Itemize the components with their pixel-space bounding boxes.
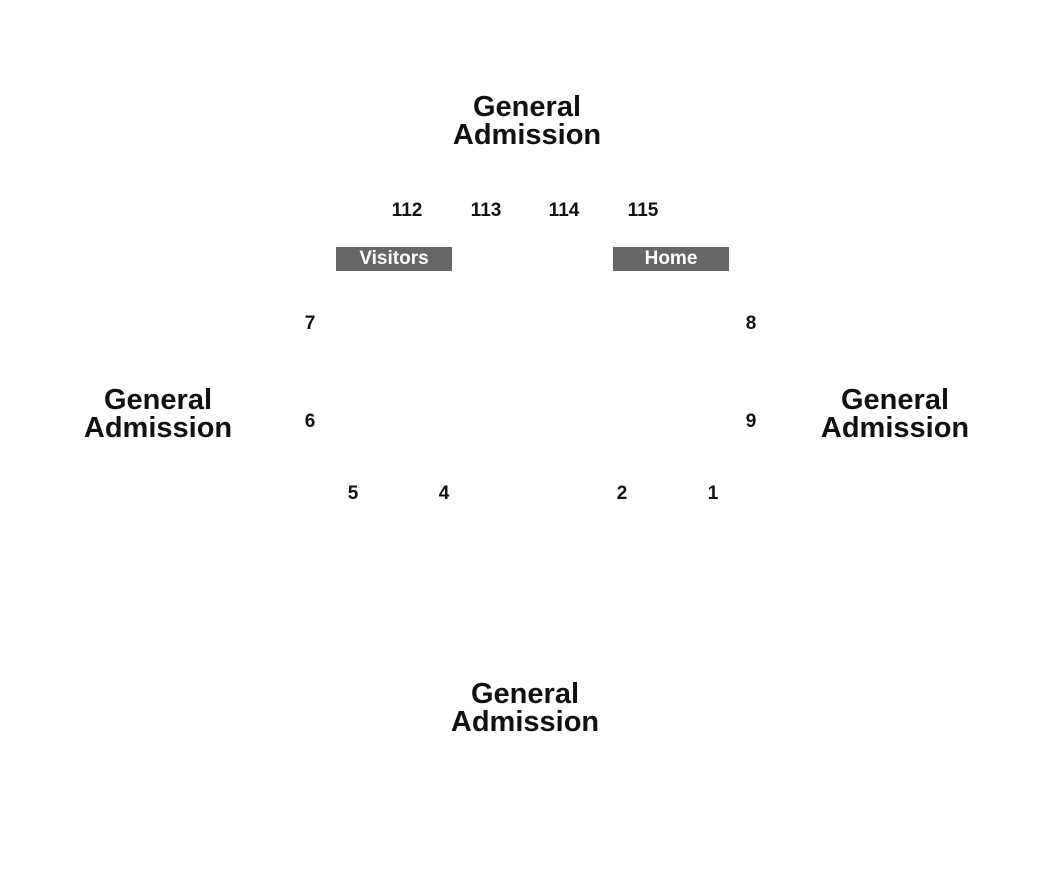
section-9[interactable]: 9 [745, 411, 757, 432]
general-admission-top[interactable]: General Admission [417, 91, 637, 151]
section-112[interactable]: 112 [391, 200, 423, 221]
section-115[interactable]: 115 [627, 200, 659, 221]
section-7[interactable]: 7 [304, 313, 316, 334]
section-1[interactable]: 1 [707, 483, 719, 504]
general-admission-top-line1: General [473, 91, 581, 123]
section-6[interactable]: 6 [304, 411, 316, 432]
section-113[interactable]: 113 [470, 200, 502, 221]
general-admission-left-line1: General [104, 384, 212, 416]
section-2[interactable]: 2 [616, 483, 628, 504]
home-bench: Home [613, 247, 729, 271]
general-admission-right-line2: Admission [820, 412, 970, 444]
section-4[interactable]: 4 [438, 483, 450, 504]
general-admission-top-line2: Admission [452, 119, 602, 151]
section-8[interactable]: 8 [745, 313, 757, 334]
general-admission-bottom-line1: General [471, 678, 579, 710]
section-114[interactable]: 114 [548, 200, 580, 221]
general-admission-right[interactable]: General Admission [785, 384, 1005, 444]
section-5[interactable]: 5 [347, 483, 359, 504]
visitors-bench: Visitors [336, 247, 452, 271]
general-admission-left-line2: Admission [83, 412, 233, 444]
general-admission-right-line1: General [841, 384, 949, 416]
general-admission-left[interactable]: General Admission [48, 384, 268, 444]
general-admission-bottom-line2: Admission [450, 706, 600, 738]
general-admission-bottom[interactable]: General Admission [415, 678, 635, 738]
